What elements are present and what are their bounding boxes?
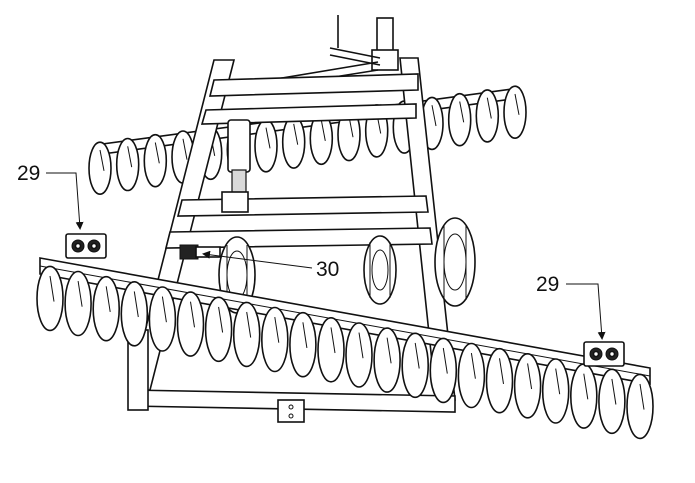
hydraulic-cylinder <box>221 119 251 213</box>
rear-disc-blade <box>503 85 527 139</box>
front-disc-blade <box>120 280 149 347</box>
front-disc-blade <box>401 332 430 399</box>
callout-left-29: 29 <box>17 162 84 230</box>
front-disc-shank <box>105 286 111 312</box>
rear-disc-shank <box>265 127 271 149</box>
front-disc-shank <box>414 342 420 369</box>
left-bracket-29 <box>65 233 107 259</box>
front-disc-shank <box>161 296 167 323</box>
front-disc-blade <box>317 316 345 383</box>
callout-label-left-29: 29 <box>17 162 40 185</box>
front-disc-blade <box>541 358 570 424</box>
part-30-component <box>179 244 221 260</box>
front-disc-shank <box>555 368 561 395</box>
front-disc-shank <box>302 322 308 348</box>
front-disc-shank <box>442 347 448 374</box>
front-disc-blade <box>373 327 401 393</box>
rear-disc-gang <box>88 85 527 195</box>
rear-disc-shank <box>99 149 105 171</box>
front-disc-blade <box>36 265 64 332</box>
front-disc-blade <box>345 322 373 388</box>
rear-disc-blade <box>115 137 140 192</box>
front-disc-blade <box>626 373 654 440</box>
callout-center-30: 30 <box>202 250 339 281</box>
rear-disc-shank <box>459 101 465 123</box>
front-disc-blade <box>148 286 177 352</box>
front-disc-blade <box>598 368 626 435</box>
front-disc-shank <box>49 275 55 302</box>
front-disc-gang <box>36 257 654 440</box>
rear-disc-shank <box>320 120 326 141</box>
callout-right-29: 29 <box>536 273 606 340</box>
front-disc-shank <box>133 291 139 318</box>
front-disc-blade <box>457 342 486 409</box>
rear-disc-shank <box>486 97 492 119</box>
front-disc-shank <box>218 306 224 333</box>
front-disc-blade <box>429 337 458 404</box>
rear-disc-blade <box>447 92 472 147</box>
rear-disc-shank <box>293 123 299 145</box>
front-disc-shank <box>358 332 364 359</box>
front-disc-shank <box>611 378 617 405</box>
front-disc-shank <box>77 281 83 307</box>
rear-disc-shank <box>154 142 160 164</box>
front-disc-blade <box>92 275 120 342</box>
transport-wheel-center <box>363 235 397 305</box>
front-disc-blade <box>485 347 514 414</box>
rear-disc-blade <box>88 141 112 195</box>
front-disc-blade <box>232 301 261 368</box>
callout-label-center-30: 30 <box>316 258 339 281</box>
rear-disc-shank <box>182 138 188 160</box>
front-disc-shank <box>499 358 504 384</box>
front-disc-shank <box>639 383 645 410</box>
front-disc-shank <box>246 311 252 338</box>
front-disc-shank <box>470 353 476 379</box>
front-disc-blade <box>176 291 205 357</box>
front-disc-blade <box>513 352 542 419</box>
front-disc-blade <box>64 270 92 337</box>
front-disc-shank <box>274 317 280 343</box>
front-disc-shank <box>190 301 195 328</box>
rear-disc-shank <box>514 93 520 115</box>
front-disc-shank <box>386 337 392 364</box>
front-disc-shank <box>527 363 533 390</box>
front-disc-blade <box>260 306 289 373</box>
rear-disc-blade <box>475 89 500 143</box>
right-bracket-29 <box>583 341 625 367</box>
front-disc-blade <box>289 311 317 378</box>
transport-wheel-right <box>434 217 476 307</box>
front-disc-blade <box>204 296 233 363</box>
front-disc-shank <box>583 373 589 400</box>
rear-disc-shank <box>431 105 437 127</box>
rear-disc-shank <box>127 146 133 168</box>
front-disc-shank <box>330 327 336 354</box>
callout-label-right-29: 29 <box>536 273 559 296</box>
rear-disc-blade <box>143 133 168 188</box>
